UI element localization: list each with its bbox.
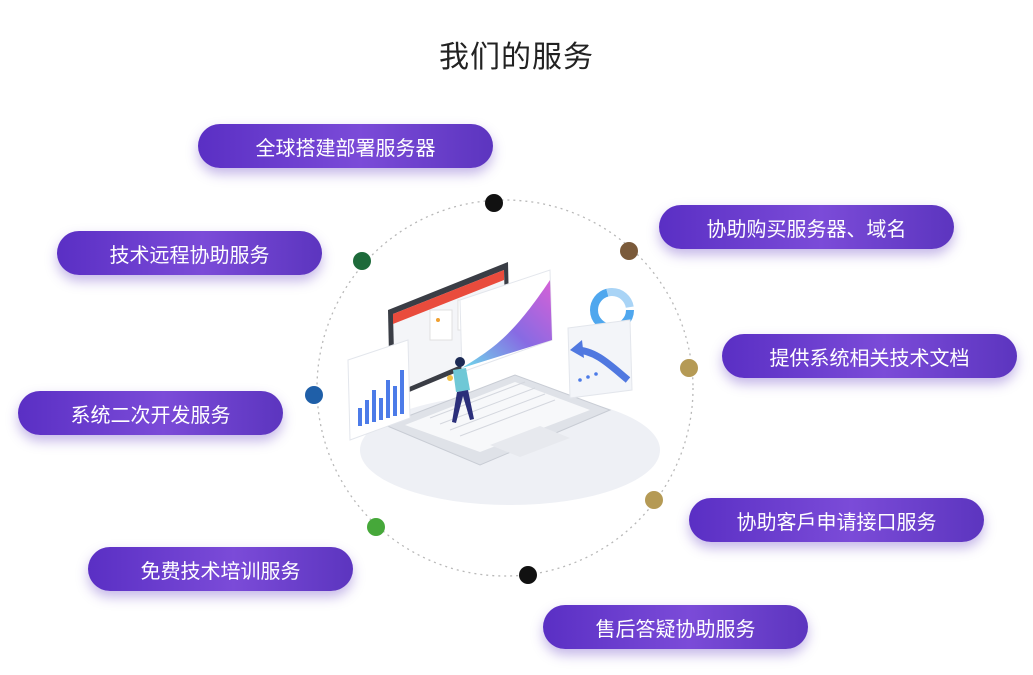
orbit-dot-top-right <box>620 242 638 260</box>
service-label: 售后答疑协助服务 <box>595 616 756 641</box>
service-label: 提供系统相关技术文档 <box>769 345 970 370</box>
orbit-dot-right <box>680 359 698 377</box>
orbit-dot-bottom-left <box>367 518 385 536</box>
service-pill-after-sales: 售后答疑协助服务 <box>543 605 808 649</box>
page-title: 我们的服务 <box>439 40 594 75</box>
service-label: 技术远程协助服务 <box>109 242 270 267</box>
service-label: 全球搭建部署服务器 <box>255 135 436 160</box>
orbit-dot-top-left <box>353 252 371 270</box>
service-label: 协助购买服务器、域名 <box>706 216 907 241</box>
service-pill-remote-assist: 技术远程协助服务 <box>57 231 322 275</box>
service-label: 协助客戶申请接口服务 <box>736 509 937 534</box>
laptop-dashboard-illustration <box>347 262 660 505</box>
orbit-dot-bottom-right <box>645 491 663 509</box>
orbit-dot-left <box>305 386 323 404</box>
service-pill-tech-docs: 提供系统相关技术文档 <box>722 334 1017 378</box>
orbit-dot-bottom <box>519 566 537 584</box>
service-pill-free-training: 免费技术培训服务 <box>88 547 353 591</box>
service-pill-global-deploy: 全球搭建部署服务器 <box>198 124 493 168</box>
orbit-dot-top <box>485 194 503 212</box>
service-label: 系统二次开发服务 <box>70 402 231 427</box>
service-label: 免费技术培训服务 <box>140 558 301 583</box>
service-pill-api-application: 协助客戶申请接口服务 <box>689 498 984 542</box>
service-pill-secondary-dev: 系统二次开发服务 <box>18 391 283 435</box>
service-pill-buy-server-domain: 协助购买服务器、域名 <box>659 205 954 249</box>
